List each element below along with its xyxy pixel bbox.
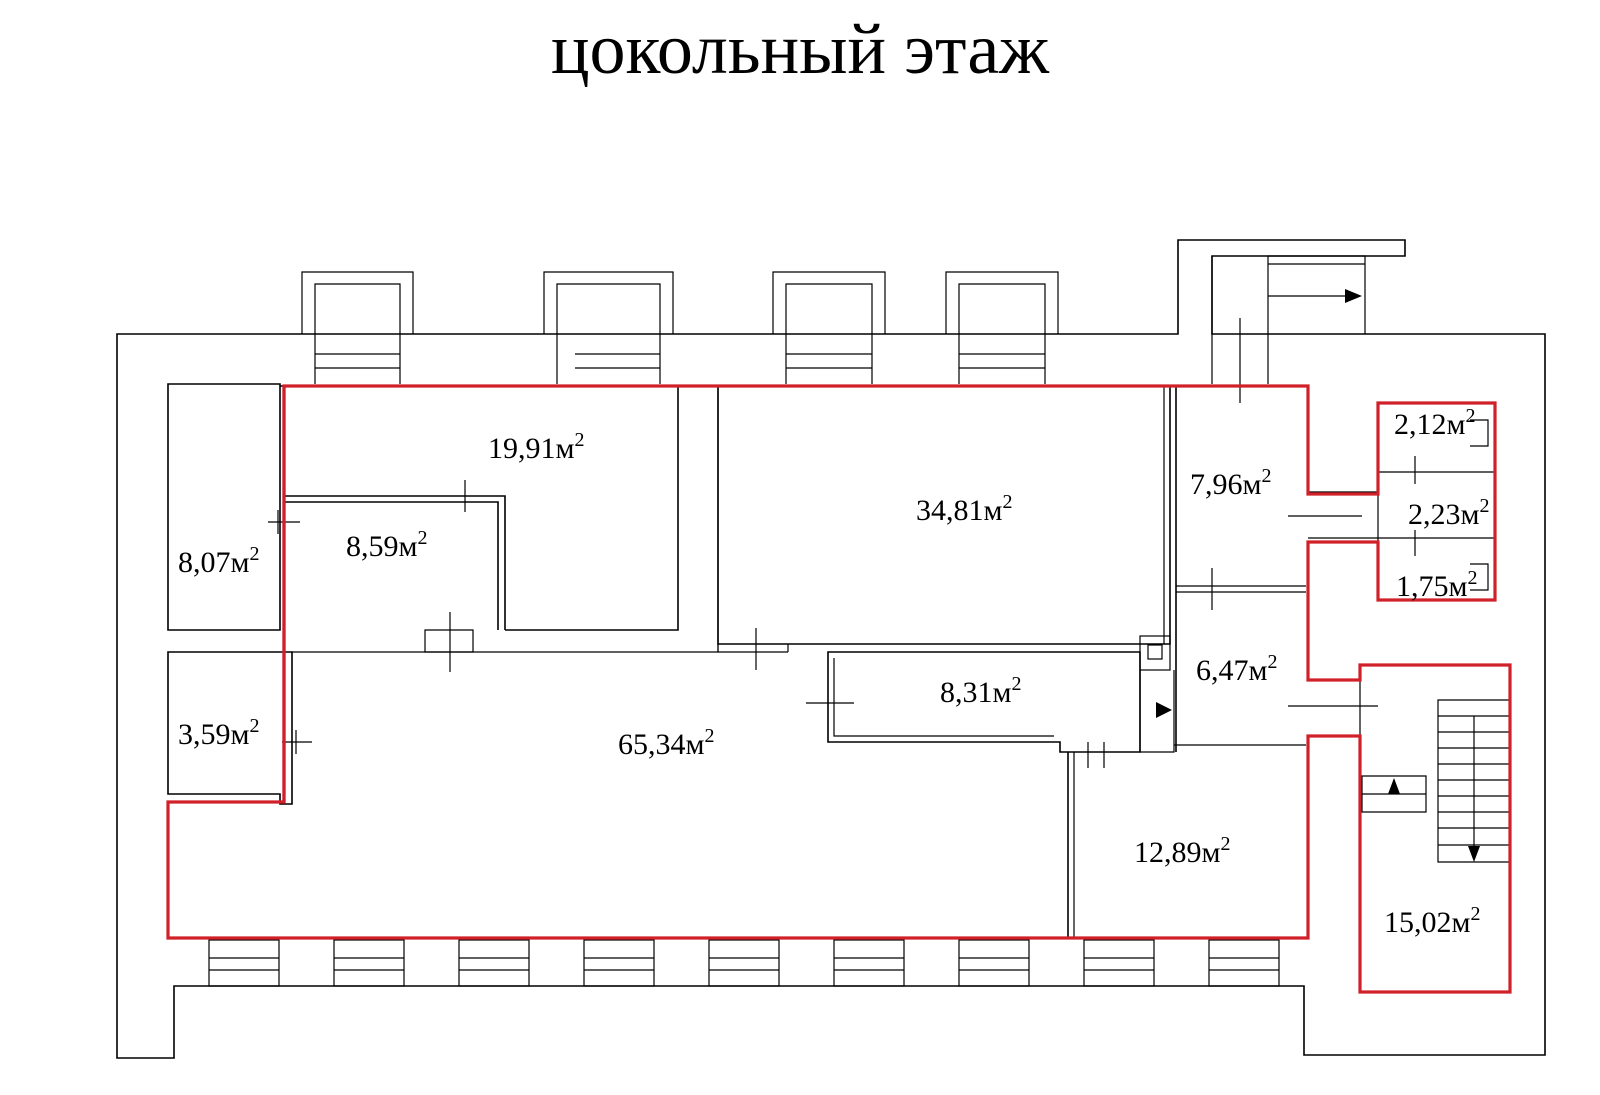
room-wall-19-91 <box>280 385 679 631</box>
vent-shaft <box>1139 635 1175 753</box>
stair-down-arrow-icon <box>1468 846 1480 862</box>
room-label: 19,91м2 <box>488 429 584 465</box>
room-label: 8,59м2 <box>346 527 427 563</box>
entrance-stair <box>1211 255 1366 403</box>
room-label: 2,12м2 <box>1394 405 1475 441</box>
room-label: 65,34м2 <box>618 725 714 761</box>
small-stair-arrow-icon <box>1156 702 1172 718</box>
stair-up-arrow-icon <box>1388 778 1400 794</box>
main-stair <box>1359 664 1511 993</box>
room-labels: 19,91м2 34,81м2 7,96м2 2,12м2 2,23м2 1,7… <box>178 405 1489 939</box>
top-light-wells <box>301 271 1059 384</box>
room-label: 15,02м2 <box>1384 903 1480 939</box>
room-wall-8-07 <box>167 383 281 631</box>
highlight-main-area <box>166 384 1512 994</box>
light-well <box>301 271 414 384</box>
room-label: 2,23м2 <box>1408 495 1489 531</box>
light-well <box>543 271 674 384</box>
room-label: 8,31м2 <box>940 673 1021 709</box>
room-label: 7,96м2 <box>1190 465 1271 501</box>
light-well <box>945 271 1059 384</box>
bottom-light-wells <box>208 939 1280 987</box>
room-label: 1,75м2 <box>1396 567 1477 603</box>
building-outline <box>116 239 1546 1059</box>
room-label: 6,47м2 <box>1196 651 1277 687</box>
room-label: 34,81м2 <box>916 491 1012 527</box>
room-wall-8-59 <box>284 495 506 630</box>
room-label: 3,59м2 <box>178 715 259 751</box>
room-label: 12,89м2 <box>1134 833 1230 869</box>
floor-title: цокольный этаж <box>550 9 1050 89</box>
light-well <box>772 271 886 384</box>
stair-arrow-icon <box>1345 289 1362 303</box>
room-label: 8,07м2 <box>178 543 259 579</box>
